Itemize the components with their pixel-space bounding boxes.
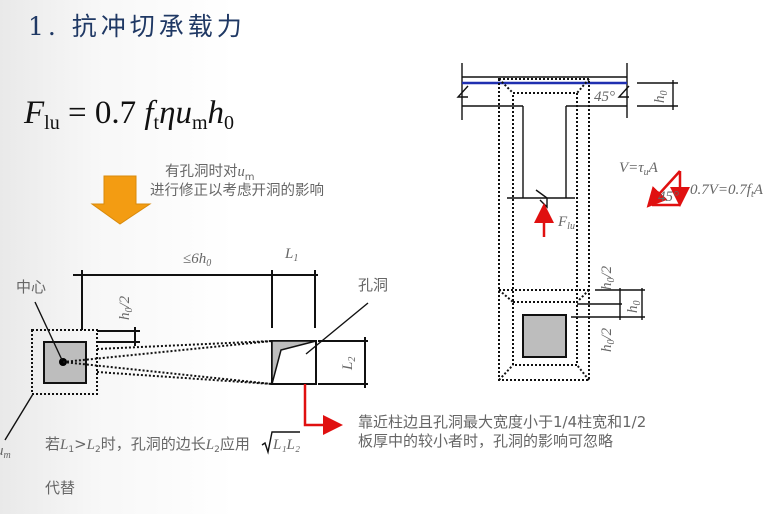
um-label: um bbox=[0, 443, 11, 461]
punching-diagram: 45° h0 Flu h0/2 h0 h0/2 45° V=τuA bbox=[456, 63, 764, 381]
Flu-label: Flu bbox=[557, 214, 575, 232]
rule-line1: 若L1>L2时，孔洞的边长L2应用 bbox=[45, 435, 250, 455]
rule-line2: 代替 bbox=[45, 479, 75, 497]
sqrt-term: L₁L₂ bbox=[272, 437, 300, 453]
down-arrow-icon bbox=[90, 175, 152, 225]
red-note-line2: 板厚中的较小者时，孔洞的影响可忽略 bbox=[358, 432, 613, 450]
h0-half-top-label: h0/2 bbox=[599, 265, 617, 290]
h0-half-label: h0/2 bbox=[117, 295, 135, 320]
V-equation: V=τuA bbox=[619, 160, 659, 178]
center-label: 中心 bbox=[16, 278, 46, 296]
hole-diagram: ≤6h0 L1 中心 h0/2 L2 孔洞 靠近柱边且孔洞最大宽度小于1/4柱宽… bbox=[0, 246, 646, 497]
formula: Flu = 0.7 ftηumh0 bbox=[23, 95, 234, 134]
hole-label: 孔洞 bbox=[358, 276, 388, 294]
note-line1: 有孔洞时对um bbox=[165, 163, 255, 183]
h0-half-bottom-label: h0/2 bbox=[599, 327, 617, 352]
h0-plan-label: h0 bbox=[625, 301, 643, 314]
note-line2: 进行修正以考虑开洞的影响 bbox=[150, 182, 324, 199]
red-note-line1: 靠近柱边且孔洞最大宽度小于1/4柱宽和1/2 bbox=[358, 413, 646, 431]
h0-label: h0 bbox=[652, 91, 670, 104]
L2-label: L2 bbox=[340, 357, 358, 371]
angle-label: 45° bbox=[594, 89, 615, 105]
L1-label: L1 bbox=[284, 246, 298, 264]
column-section-plan bbox=[522, 314, 567, 358]
V07-equation: 0.7V=0.7ftA bbox=[690, 182, 764, 200]
triangle-angle-label: 45° bbox=[658, 189, 679, 205]
slide-title: 1. 抗冲切承载力 bbox=[28, 12, 246, 41]
distance-label: ≤6h0 bbox=[183, 251, 211, 269]
